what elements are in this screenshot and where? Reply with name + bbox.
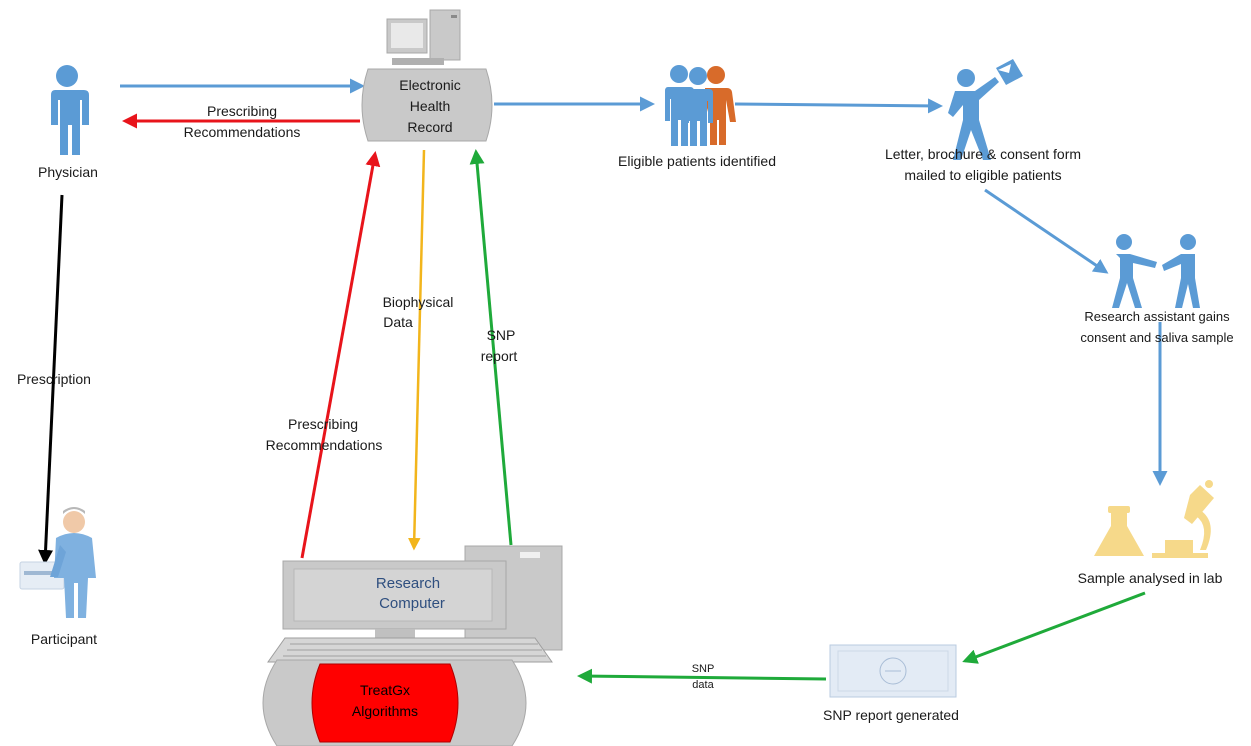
research-computer-label-line1: Research [376,575,440,592]
assistant-node: Research assistant gains consent and sal… [1080,234,1234,345]
physician-label: Physician [38,164,98,180]
recommendations-edge-label-line2: Recommendations [266,437,383,453]
patient-with-card-icon [19,507,96,618]
arrow-physician-to-participant [38,194,64,565]
snp-report-label: SNP report generated [823,707,959,723]
letter-label-line2: mailed to eligible patients [904,167,1061,183]
research-computer-icon [267,545,563,663]
handshake-people-icon [1112,234,1200,308]
arrows [38,78,1168,684]
flask-icon [1094,506,1144,556]
snp-report-node: SNP report generated [823,644,959,723]
microscope-icon [1152,480,1214,558]
person-with-letter-icon [948,59,1023,160]
arrow-letter-to-assistant [984,188,1109,274]
snp-data-label-line1: SNP [692,663,715,675]
letter-label-line1: Letter, brochure & consent form [885,146,1081,162]
ehr-label-line3: Record [407,119,452,135]
ehr-node: Electronic Health Record [361,9,493,142]
biophysical-data-label-line2: Data [383,314,413,330]
recommendations-edge-label-line1: Prescribing [288,416,358,432]
report-document-icon [829,644,957,698]
participant-node: Participant [19,507,97,647]
arrow-computer-to-ehr-snp [469,149,513,546]
ehr-label-line2: Health [410,98,450,114]
biophysical-data-label-line1: Biophysical [383,294,454,310]
eligible-label: Eligible patients identified [618,153,776,169]
arrow-ehr-to-computer [408,149,426,551]
arrow-snp-report-to-computer [577,668,827,684]
treatgx-node: TreatGx Algorithms [262,659,527,746]
participant-label: Participant [31,631,97,647]
lab-node: Sample analysed in lab [1078,480,1223,586]
prescription-label: Prescription [17,371,91,387]
ehr-to-physician-label-line1: Prescribing [207,103,277,119]
arrow-eligible-to-letter [734,98,943,114]
ehr-label-line1: Electronic [399,77,460,93]
snp-report-edge-label-line2: report [481,348,518,364]
snp-report-edge-label-line1: SNP [487,327,516,343]
desktop-computer-icon [386,9,461,65]
ehr-to-physician-label-line2: Recommendations [184,124,301,140]
treatgx-label-line2: Algorithms [352,703,418,719]
lab-label: Sample analysed in lab [1078,570,1223,586]
assistant-label-line1: Research assistant gains [1084,309,1230,324]
ehr-cylinder [361,68,493,142]
physician-node: Physician [38,65,98,180]
treatgx-algorithm-block [311,663,459,743]
treatgx-label-line1: TreatGx [360,682,410,698]
snp-data-label-line2: data [692,679,714,691]
research-computer-label-line2: Computer [379,595,445,612]
arrow-lab-to-snp-report [962,591,1146,664]
assistant-label-line2: consent and saliva sample [1080,330,1233,345]
physician-icon [50,65,89,155]
arrow-computer-to-ehr-recommendations [300,151,381,559]
patient-group-icon [665,65,736,146]
research-computer-node: Research Computer [267,545,563,663]
eligible-node: Eligible patients identified [618,65,776,169]
edge-labels: Prescribing Recommendations Prescription… [17,103,715,691]
letter-node: Letter, brochure & consent form mailed t… [885,59,1081,183]
